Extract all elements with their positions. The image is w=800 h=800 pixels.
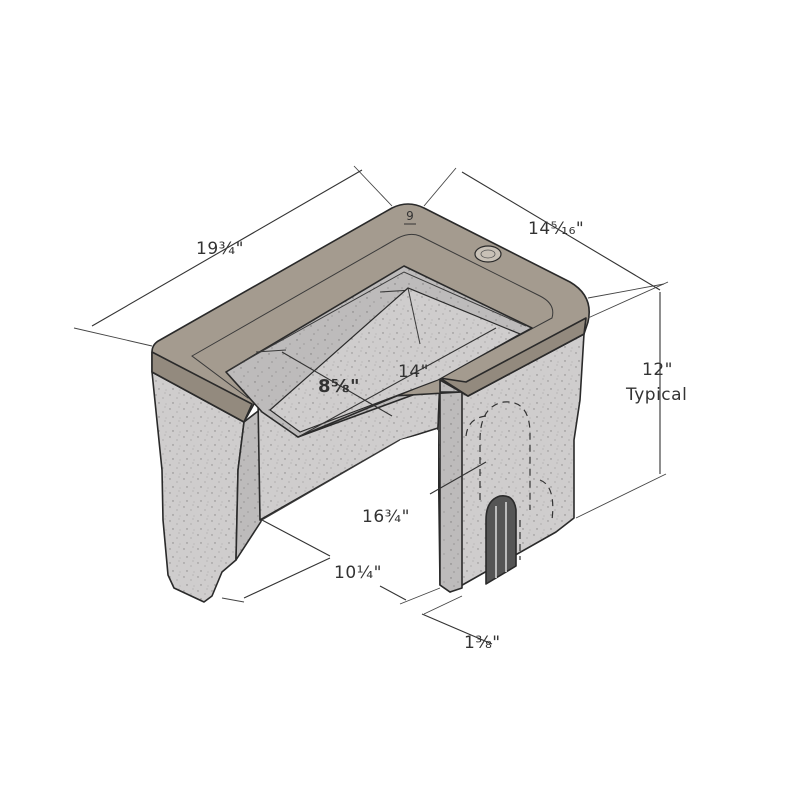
dim-knockout-label: 1⅜" [464,633,501,653]
dim-opening-width-label: 8⅝" [318,376,360,397]
opening-floor [269,287,522,433]
end-opening [250,430,438,600]
dim-length-label: 19¾" [196,239,244,259]
pipe-slot [485,494,517,585]
dim-width-label: 14⁵⁄₁₆" [528,219,584,239]
dim-base-length-label: 16¾" [362,507,410,527]
dim-end-opening-label: 10¼" [334,563,382,583]
dim-height-note: Typical [625,385,687,405]
dim-opening-length-label: 14" [398,362,429,382]
dimension-labels: 19¾" 14⁵⁄₁₆" 12" Typical 8⅝" 14" 16¾" 10… [196,219,687,653]
end-knockout [465,401,554,585]
lid-bolt-hole [474,245,502,263]
dim-height-value: 12" [642,360,673,380]
dimension-lines [73,165,669,645]
lid-number-mark: 9 [406,209,414,223]
lid-edge-left [151,351,253,423]
lid-edge-right [439,317,587,397]
lid: 9 [151,203,590,438]
